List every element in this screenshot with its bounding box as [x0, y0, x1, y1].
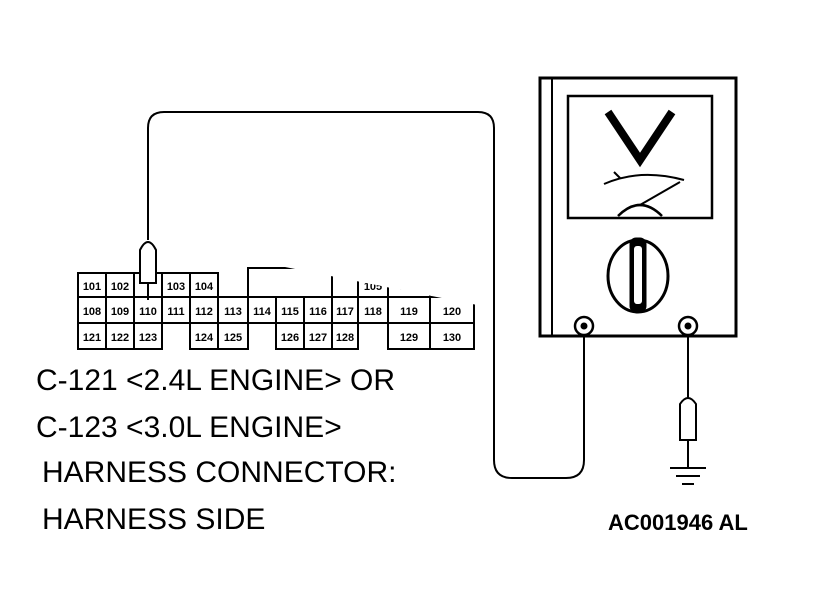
pin-125: 125 [224, 332, 242, 344]
pin-121: 121 [83, 332, 101, 344]
figure-code: AC001946 AL [608, 510, 748, 535]
pin-111: 111 [167, 306, 184, 318]
caption-line-1: C-121 <2.4L ENGINE> OR [36, 364, 395, 397]
pin-110: 110 [139, 306, 157, 318]
pin-124: 124 [195, 332, 214, 344]
harness-connector [77, 267, 475, 350]
pin-122: 122 [111, 332, 129, 344]
pin-120: 120 [443, 306, 461, 318]
pin-112: 112 [195, 306, 213, 318]
pin-103: 103 [167, 281, 185, 293]
pin-128: 128 [336, 332, 354, 344]
pin-101: 101 [83, 281, 101, 293]
caption: C-121 <2.4L ENGINE> OR C-123 <3.0L ENGIN… [36, 364, 397, 536]
pin-113: 113 [224, 306, 242, 318]
pin-108: 108 [83, 306, 101, 318]
pin-130: 130 [443, 332, 461, 344]
ground-lead [679, 335, 697, 468]
pin-116: 116 [309, 306, 327, 318]
pin-118: 118 [364, 306, 382, 318]
caption-line-3: HARNESS CONNECTOR: [42, 456, 397, 489]
pin-114: 114 [253, 306, 272, 318]
caption-line-2: C-123 <3.0L ENGINE> [36, 411, 342, 444]
caption-line-4: HARNESS SIDE [42, 503, 265, 536]
pin-104: 104 [195, 281, 214, 293]
pin-102: 102 [111, 281, 129, 293]
pin-129: 129 [400, 332, 418, 344]
pin-126: 126 [281, 332, 299, 344]
voltmeter-icon [538, 76, 738, 338]
pin-115: 115 [281, 306, 299, 318]
pin-127: 127 [309, 332, 327, 344]
pin-119: 119 [400, 306, 418, 318]
ground-symbol-icon [670, 467, 706, 485]
pin-109: 109 [111, 306, 129, 318]
pin-123: 123 [139, 332, 157, 344]
test-probe-icon [139, 111, 585, 479]
pin-117: 117 [336, 306, 354, 318]
